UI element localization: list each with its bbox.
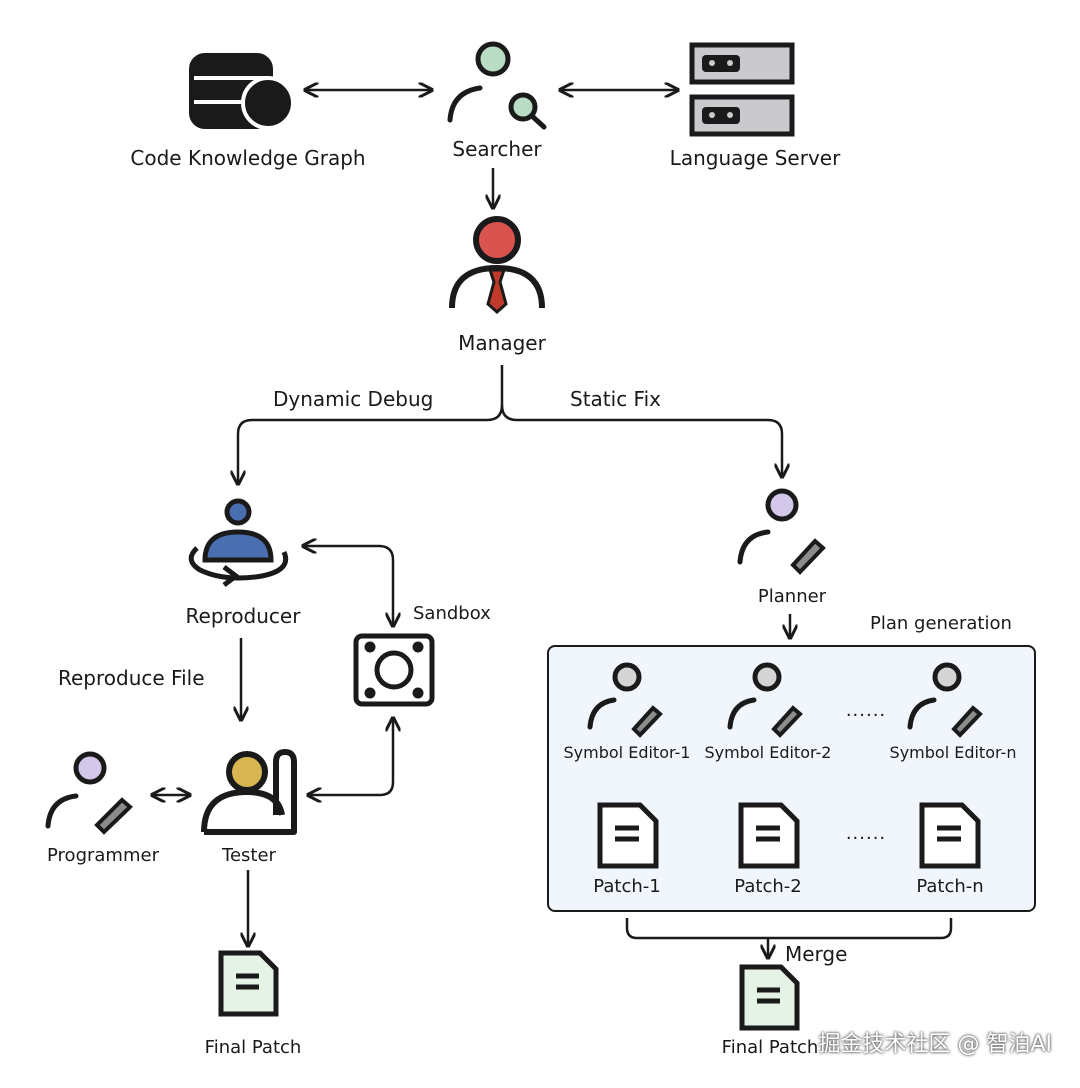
reproducer-icon (188, 498, 289, 587)
watermark: 掘金技术社区 @ 智泊AI (818, 1032, 1052, 1057)
label-reproducer: Reproducer (185, 604, 301, 628)
patch-ellipsis: ...... (845, 823, 887, 844)
label-manager: Manager (458, 331, 546, 355)
label-reproduce-file: Reproduce File (58, 666, 205, 690)
manager-icon (449, 216, 545, 315)
final-patch-right-icon (739, 964, 800, 1031)
label-sandbox: Sandbox (413, 603, 491, 624)
edge-static-fix (500, 404, 782, 477)
server-icon (689, 42, 795, 137)
label-plan-generation: Plan generation (870, 613, 1012, 634)
label-planner: Planner (757, 586, 827, 607)
label-final-patch-right: Final Patch (721, 1037, 819, 1058)
sandbox-icon (353, 633, 435, 707)
merge-bracket (625, 918, 953, 940)
label-patch-1: Patch-1 (593, 876, 661, 897)
label-programmer: Programmer (47, 845, 159, 866)
label-language-server: Language Server (669, 146, 841, 170)
label-tester: Tester (222, 845, 276, 866)
label-code-knowledge-graph: Code Knowledge Graph (130, 146, 366, 170)
label-symbol-editor-1: Symbol Editor-1 (563, 743, 691, 762)
tester-icon (201, 749, 297, 835)
edge-tester-sandbox (308, 718, 393, 795)
editor-ellipsis: ...... (845, 700, 887, 721)
searcher-icon (447, 41, 547, 130)
label-merge: Merge (785, 942, 848, 966)
planner-icon (737, 488, 826, 575)
label-dynamic-debug: Dynamic Debug (273, 387, 434, 411)
edge-reproducer-sandbox (303, 546, 393, 626)
label-symbol-editor-n: Symbol Editor-n (889, 743, 1017, 762)
database-icon (189, 53, 295, 130)
final-patch-left-icon (218, 950, 279, 1017)
edge-dynamic-debug (238, 365, 504, 484)
plan-generation-box (547, 645, 1036, 912)
label-patch-n: Patch-n (916, 876, 984, 897)
programmer-icon (45, 751, 133, 835)
label-searcher: Searcher (452, 137, 542, 161)
label-symbol-editor-2: Symbol Editor-2 (704, 743, 832, 762)
label-patch-2: Patch-2 (734, 876, 802, 897)
label-static-fix: Static Fix (570, 387, 661, 411)
label-final-patch-left: Final Patch (204, 1037, 302, 1058)
